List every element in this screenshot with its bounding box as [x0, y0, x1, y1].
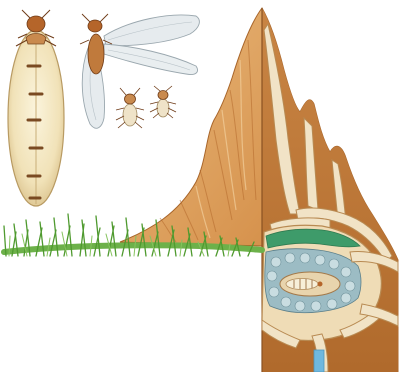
- queen-head: [27, 16, 45, 32]
- wing-right: [104, 44, 198, 75]
- alate-body: [88, 34, 104, 74]
- worker-termite: [116, 88, 144, 128]
- royal-chamber: [280, 272, 340, 296]
- soldier-termite: [150, 86, 176, 118]
- wing-upper: [104, 15, 199, 46]
- water-table: [314, 350, 324, 372]
- termite-queen: [8, 10, 64, 206]
- winged-termite: [80, 14, 199, 128]
